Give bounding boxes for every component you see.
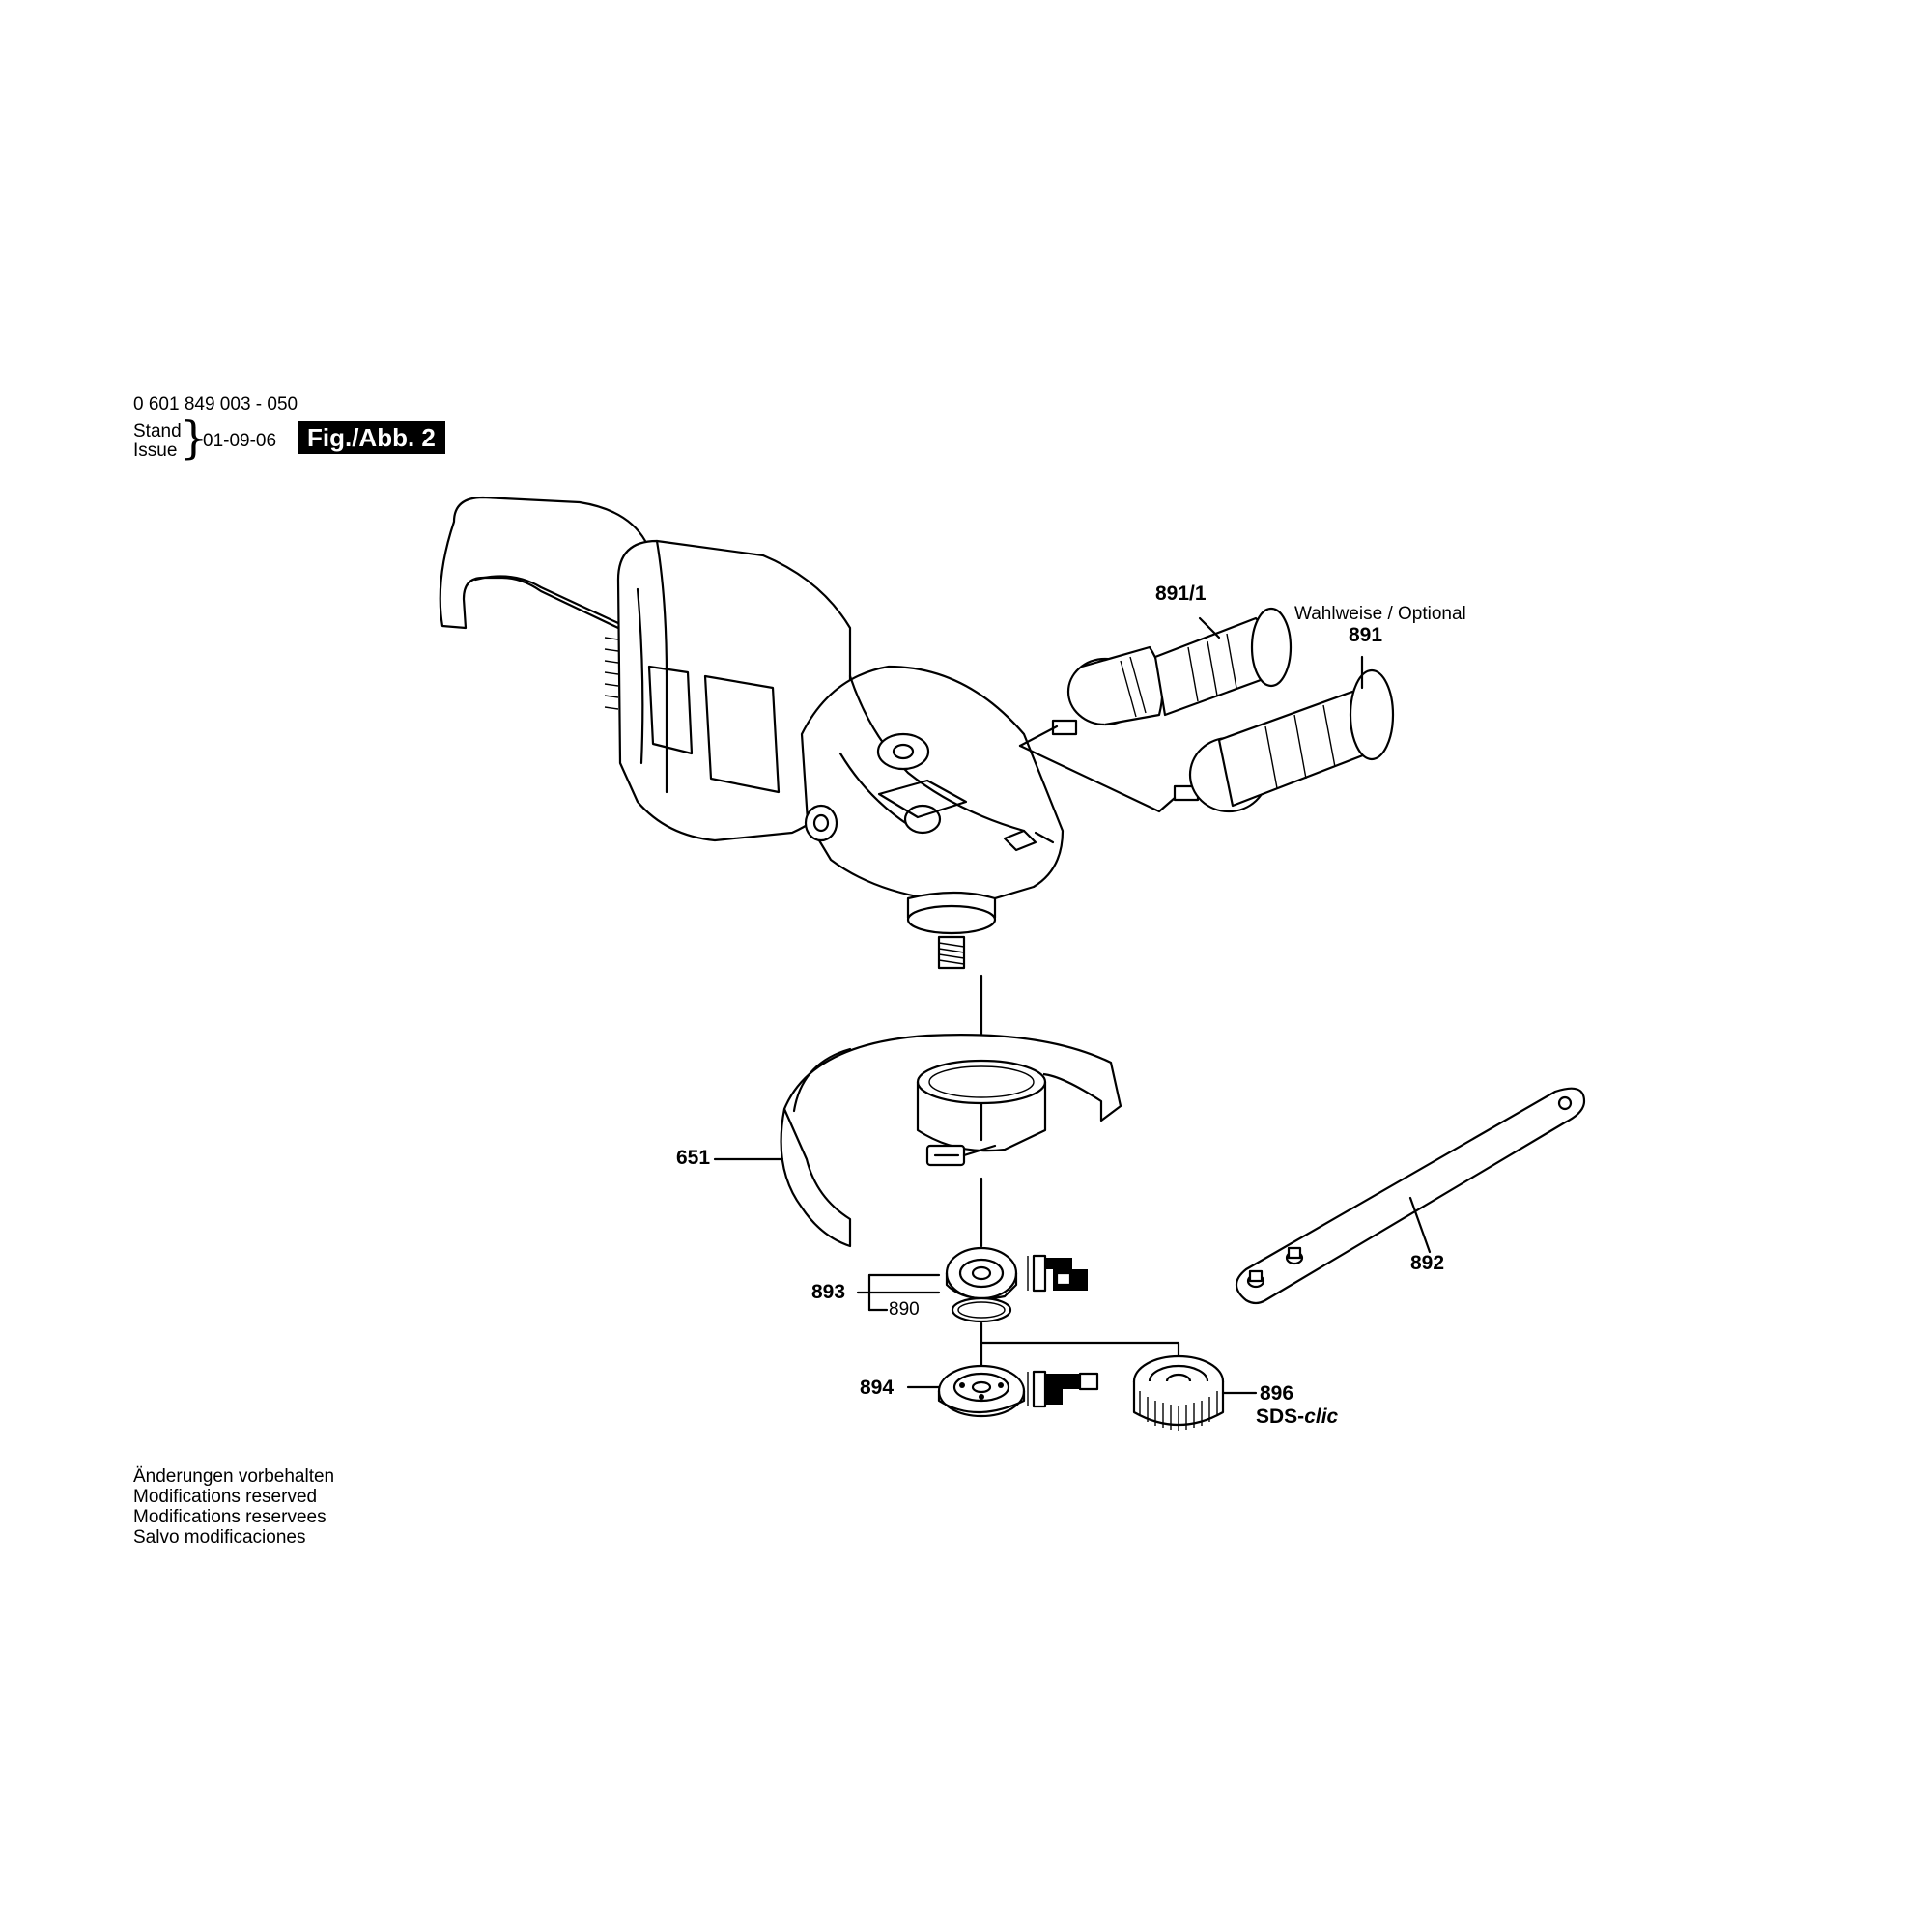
label-651: 651 — [676, 1147, 711, 1169]
angle-grinder-drawing — [439, 496, 1065, 970]
label-893: 893 — [811, 1281, 846, 1303]
sds-clic-label: SDS-clic — [1256, 1406, 1338, 1429]
stand-label: Stand — [133, 421, 182, 441]
sds-suffix: clic — [1304, 1406, 1339, 1428]
optional-note: Wahlweise / Optional — [1294, 604, 1466, 624]
footer-line-de: Änderungen vorbehalten — [133, 1466, 335, 1487]
flange-section-icon — [1027, 1254, 1088, 1293]
clamp-nut-896-drawing — [1132, 1354, 1258, 1431]
part-number: 0 601 849 003 - 050 — [133, 394, 298, 414]
flange-893-drawing — [856, 1246, 1088, 1323]
spanner-892-drawing — [1235, 1087, 1586, 1305]
side-handle-891-1-drawing — [1051, 607, 1293, 736]
figure-badge: Fig./Abb. 2 — [298, 421, 445, 454]
label-894: 894 — [860, 1377, 895, 1399]
label-891-1: 891/1 — [1155, 582, 1207, 605]
sds-prefix: SDS- — [1256, 1406, 1305, 1428]
label-892: 892 — [1410, 1252, 1445, 1274]
label-891: 891 — [1349, 624, 1383, 646]
footer-line-fr: Modifications reservees — [133, 1507, 327, 1527]
label-890: 890 — [889, 1299, 920, 1320]
inner-flange-section-icon — [1027, 1370, 1099, 1408]
issue-label: Issue — [133, 440, 178, 461]
wheel-guard-drawing — [713, 1034, 1122, 1248]
issue-date: 01-09-06 — [203, 431, 277, 451]
label-896: 896 — [1260, 1382, 1294, 1405]
leader-handle-lower — [1018, 744, 1177, 813]
leader-handle-upper — [1018, 724, 1059, 748]
footer-line-en: Modifications reserved — [133, 1487, 318, 1507]
flange-894-drawing — [906, 1364, 1099, 1418]
side-handle-891-drawing — [1173, 655, 1395, 813]
brace-icon: } — [180, 412, 209, 464]
footer-line-es: Salvo modificaciones — [133, 1527, 306, 1548]
